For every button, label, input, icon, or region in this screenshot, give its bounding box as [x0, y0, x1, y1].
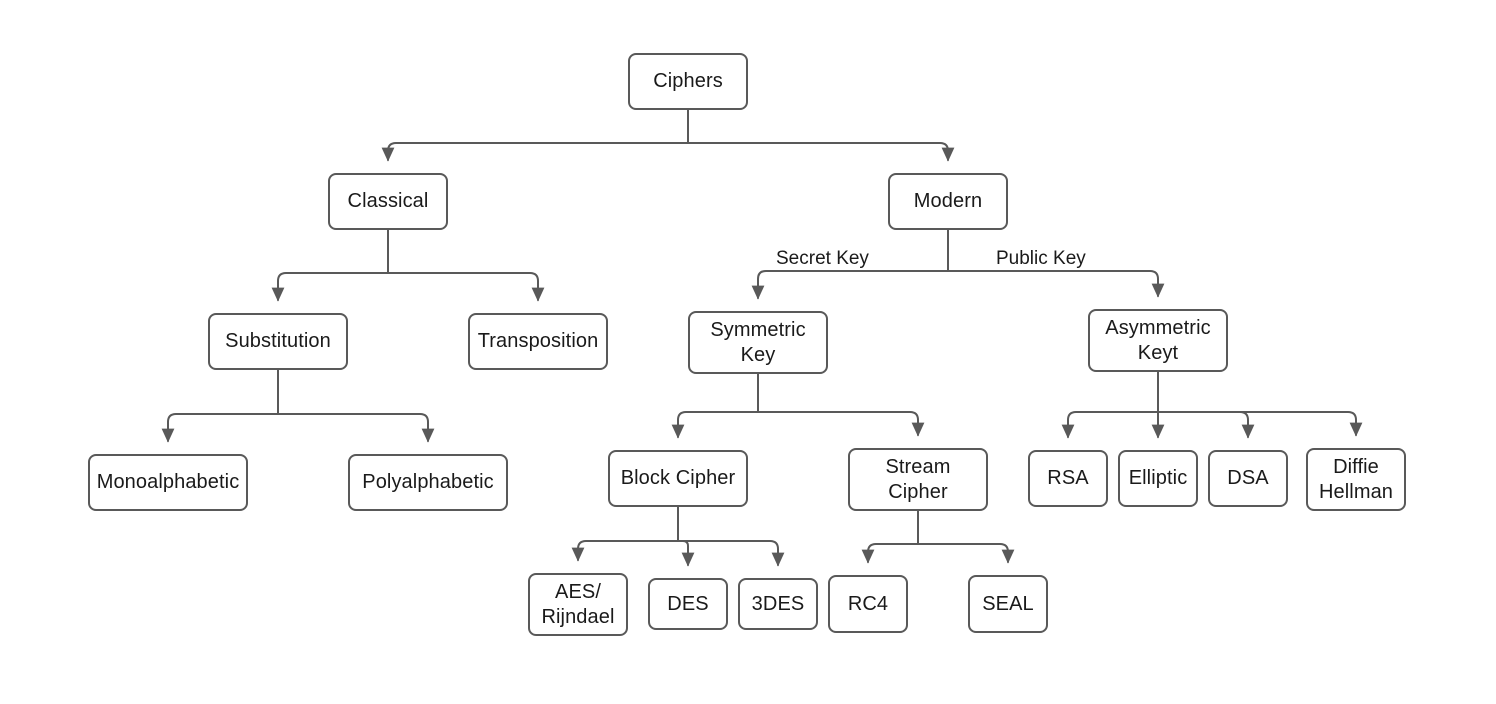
edge-ciphers-to-classical [381, 142, 689, 162]
node-aes-rijndael[interactable]: AES/ Rijndael [528, 573, 628, 636]
node-classical[interactable]: Classical [328, 173, 448, 230]
node-des[interactable]: DES [648, 578, 728, 630]
node-rsa[interactable]: RSA [1028, 450, 1108, 507]
edge-classical-to-transposition [387, 272, 545, 302]
node-ciphers[interactable]: Ciphers [628, 53, 748, 110]
node-symmetric-key[interactable]: Symmetric Key [688, 311, 828, 374]
edge-label-public-key: Public Key [993, 249, 1089, 268]
edge-symmetric-key-to-stream-cipher [757, 411, 925, 437]
node-stream-cipher[interactable]: Stream Cipher [848, 448, 988, 511]
edge-modern-to-symmetric-key [751, 270, 949, 300]
node-transposition[interactable]: Transposition [468, 313, 608, 370]
edge-ciphers-to-modern [687, 142, 955, 162]
edge-stream-cipher-to-seal [917, 543, 1015, 564]
node-monoalphabetic[interactable]: Monoalphabetic [88, 454, 248, 511]
edge-block-cipher-to-des [677, 540, 695, 567]
node-rc4[interactable]: RC4 [828, 575, 908, 633]
node-polyalphabetic[interactable]: Polyalphabetic [348, 454, 508, 511]
edge-asymmetric-key-to-rsa [1061, 411, 1159, 439]
edge-asymmetric-key-to-diffie-hellman [1157, 411, 1363, 437]
edge-substitution-to-monoalphabetic [161, 413, 279, 443]
node-block-cipher[interactable]: Block Cipher [608, 450, 748, 507]
node-dsa[interactable]: DSA [1208, 450, 1288, 507]
edge-substitution-to-polyalphabetic [277, 413, 435, 443]
edge-symmetric-key-to-block-cipher [671, 411, 759, 439]
node-modern[interactable]: Modern [888, 173, 1008, 230]
edge-stream-cipher-to-rc4 [861, 543, 919, 564]
edge-classical-to-substitution [271, 272, 389, 302]
node-seal[interactable]: SEAL [968, 575, 1048, 633]
edge-block-cipher-to-3des [677, 540, 785, 567]
edge-block-cipher-to-aes-rijndael [571, 540, 679, 562]
node-3des[interactable]: 3DES [738, 578, 818, 630]
node-asymmetric-key[interactable]: Asymmetric Keyt [1088, 309, 1228, 372]
edge-modern-to-asymmetric-key [947, 270, 1165, 298]
node-elliptic[interactable]: Elliptic [1118, 450, 1198, 507]
node-substitution[interactable]: Substitution [208, 313, 348, 370]
node-diffie-hellman[interactable]: Diffie Hellman [1306, 448, 1406, 511]
edge-label-secret-key: Secret Key [773, 249, 872, 268]
edge-asymmetric-key-to-dsa [1157, 411, 1255, 439]
